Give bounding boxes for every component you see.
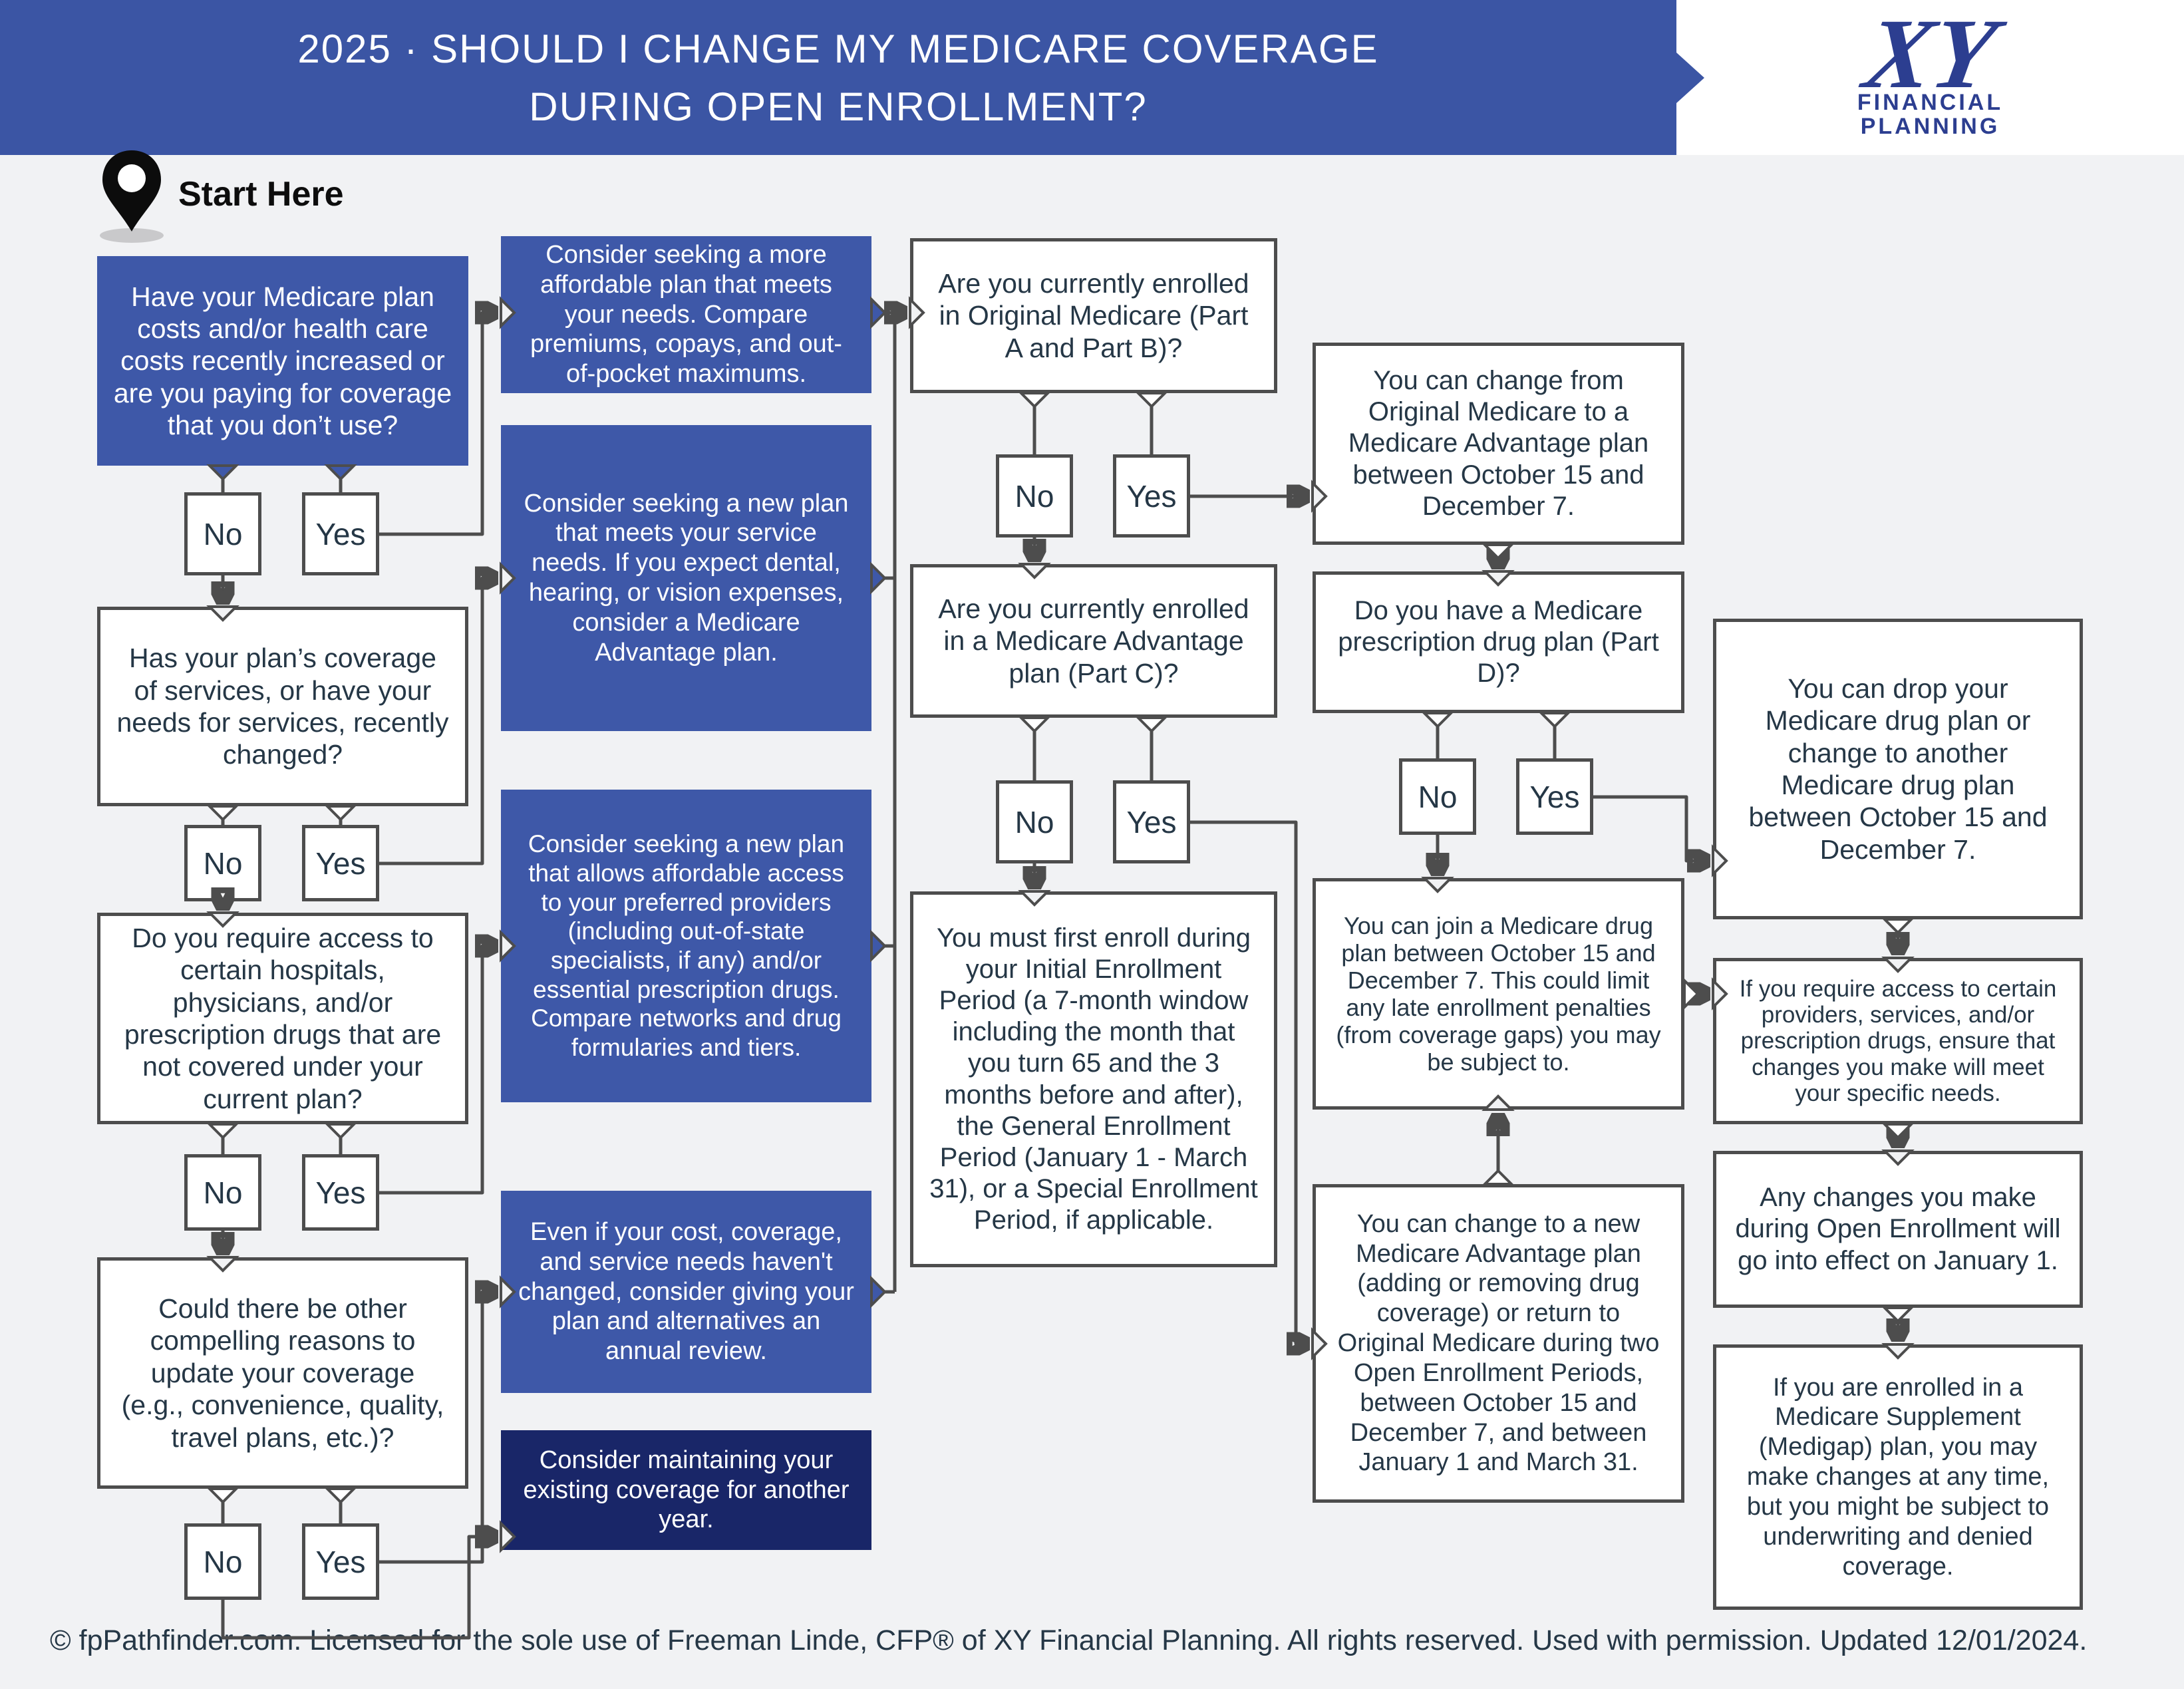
tip-b3-right xyxy=(870,929,887,963)
answer-no-q3[interactable]: No xyxy=(184,1154,261,1231)
answer-yes-q1[interactable]: Yes xyxy=(302,492,379,575)
tip-b4-right xyxy=(870,1275,887,1308)
answer-yes-q3[interactable]: Yes xyxy=(302,1154,379,1231)
tip-q1-yes xyxy=(324,464,357,481)
node-s3-effect-january: Any changes you make during Open Enrollm… xyxy=(1713,1151,2083,1308)
node-m2-medicare-advantage: Are you currently enrolled in a Medicare… xyxy=(910,564,1277,718)
logo-planning: PLANNING xyxy=(1860,113,2000,139)
tip-s1-bottom xyxy=(1881,918,1915,935)
answer-yes-q2[interactable]: Yes xyxy=(302,825,379,901)
node-s1-drop-drug-plan: You can drop your Medicare drug plan or … xyxy=(1713,619,2083,919)
tip-q1-no xyxy=(206,464,239,481)
node-b5-maintain-coverage: Consider maintaining your existing cover… xyxy=(501,1430,871,1550)
tip-m2-no xyxy=(1018,716,1051,733)
tip-m2-yes xyxy=(1135,716,1168,733)
tip-q2-yes xyxy=(324,805,357,822)
node-r2-part-d: Do you have a Medicare prescription drug… xyxy=(1313,571,1684,713)
node-m1-original-medicare: Are you currently enrolled in Original M… xyxy=(910,238,1277,393)
node-b2-service-needs-plan: Consider seeking a new plan that meets y… xyxy=(501,425,871,731)
page-title-line2: DURING OPEN ENROLLMENT? xyxy=(529,84,1148,129)
answer-no-r2[interactable]: No xyxy=(1399,758,1476,835)
tip-q4-no xyxy=(206,1487,239,1504)
node-q1-costs-increased: Have your Medicare plan costs and/or hea… xyxy=(97,256,468,466)
tip-r2-no xyxy=(1421,712,1454,728)
node-r1-change-to-advantage: You can change from Original Medicare to… xyxy=(1313,343,1684,545)
answer-no-q2[interactable]: No xyxy=(184,825,261,901)
page-title-line1: 2025 · SHOULD I CHANGE MY MEDICARE COVER… xyxy=(297,26,1379,71)
tip-r3-right xyxy=(1683,977,1700,1010)
tip-b2-right xyxy=(870,561,887,595)
banner-arrow-tip xyxy=(1676,53,1704,103)
node-s2-ensure-needs: If you require access to certain provide… xyxy=(1713,958,2083,1124)
tip-b1-right xyxy=(870,296,887,329)
answer-yes-r2[interactable]: Yes xyxy=(1516,758,1593,835)
xy-logo-monogram: XY xyxy=(1857,0,2004,109)
answer-yes-q4[interactable]: Yes xyxy=(302,1523,379,1600)
node-m3-initial-enrollment: You must first enroll during your Initia… xyxy=(910,891,1277,1267)
answer-no-q1[interactable]: No xyxy=(184,492,261,575)
tip-q4-yes xyxy=(324,1487,357,1504)
node-q3-access-needs: Do you require access to certain hospita… xyxy=(97,913,468,1124)
tip-s3-bottom xyxy=(1881,1306,1915,1323)
node-r4-change-advantage-oep: You can change to a new Medicare Advanta… xyxy=(1313,1184,1684,1503)
brand-logo: XY FINANCIAL PLANNING xyxy=(1676,0,2184,155)
node-b1-affordable-plan: Consider seeking a more affordable plan … xyxy=(501,236,871,393)
answer-yes-m1[interactable]: Yes xyxy=(1113,454,1190,537)
tip-q3-no xyxy=(206,1123,239,1140)
node-s4-medigap: If you are enrolled in a Medicare Supple… xyxy=(1713,1344,2083,1610)
pin-shadow xyxy=(100,228,164,243)
tip-r4-top xyxy=(1482,1169,1515,1185)
tip-m1-no xyxy=(1018,392,1051,408)
edge-yesr2-s1 xyxy=(1593,795,1706,861)
tip-s2-bottom xyxy=(1881,1123,1915,1140)
header-banner: 2025 · SHOULD I CHANGE MY MEDICARE COVER… xyxy=(0,0,1676,155)
tip-q2-no xyxy=(206,805,239,822)
tip-r2-yes xyxy=(1538,712,1571,728)
tip-r1-bottom xyxy=(1482,543,1515,560)
start-here-label: Start Here xyxy=(178,175,344,214)
node-r3-join-drug-plan: You can join a Medicare drug plan betwee… xyxy=(1313,878,1684,1110)
edge-trunk-m1 xyxy=(895,313,903,1292)
node-b4-annual-review: Even if your cost, coverage, and service… xyxy=(501,1191,871,1393)
answer-no-m2[interactable]: No xyxy=(996,780,1073,863)
node-q2-coverage-changed: Has your plan’s coverage of services, or… xyxy=(97,607,468,806)
answer-yes-m2[interactable]: Yes xyxy=(1113,780,1190,863)
logo-financial: FINANCIAL xyxy=(1857,90,2004,116)
node-b3-preferred-providers-plan: Consider seeking a new plan that allows … xyxy=(501,790,871,1102)
edges-column2-trunk xyxy=(871,313,903,1294)
node-q4-other-reasons: Could there be other compelling reasons … xyxy=(97,1257,468,1489)
tip-m1-yes xyxy=(1135,392,1168,408)
start-pin-icon xyxy=(100,150,164,243)
answer-no-q4[interactable]: No xyxy=(184,1523,261,1600)
pin-hole xyxy=(118,164,146,192)
tip-q3-yes xyxy=(324,1123,357,1140)
answer-no-m1[interactable]: No xyxy=(996,454,1073,537)
footer-license-text: © fpPathfinder.com. Licensed for the sol… xyxy=(50,1624,2088,1656)
